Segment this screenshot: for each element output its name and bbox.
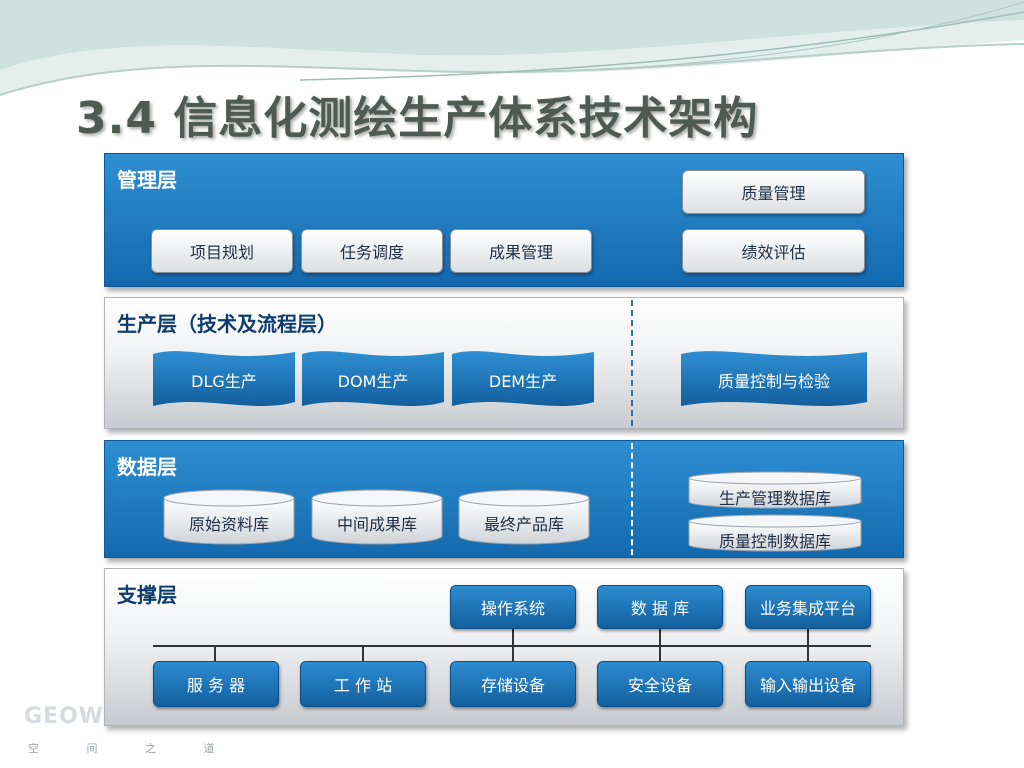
support-layer-title: 支撑层 (117, 583, 177, 607)
result-management-box: 成果管理 (450, 229, 592, 273)
support-layer: 支撑层 操作系统 数 据 库 业务集成平台 服 务 器 工 作 站 存储设备 安… (104, 568, 904, 726)
dom-production-label: DOM生产 (337, 372, 409, 391)
server-box: 服 务 器 (153, 661, 279, 707)
management-layer: 管理层 项目规划 任务调度 成果管理 质量管理 绩效评估 (104, 153, 904, 287)
quality-control-db-label: 质量控制数据库 (718, 532, 831, 551)
quality-management-box: 质量管理 (682, 170, 865, 214)
integration-platform-box: 业务集成平台 (745, 585, 871, 629)
dlg-production-label: DLG生产 (191, 372, 257, 391)
raw-data-db-cylinder: 原始资料库 (163, 489, 295, 545)
data-layer-title: 数据层 (117, 455, 177, 479)
production-mgmt-db-cylinder: 生产管理数据库 (688, 471, 862, 509)
performance-evaluation-box: 绩效评估 (682, 229, 865, 273)
production-layer-title: 生产层（技术及流程层） (117, 312, 337, 336)
page-title: 3.4 信息化测绘生产体系技术架构 (76, 93, 759, 144)
geow-logo-subtitle: 空 间 之 道 (28, 742, 237, 755)
connector-security (659, 647, 661, 661)
geow-logo: GEOW (24, 704, 105, 729)
production-divider (631, 300, 633, 426)
intermediate-db-cylinder: 中间成果库 (311, 489, 443, 545)
connector-os (512, 629, 514, 645)
data-layer: 数据层 原始资料库 中间成果库 最终产品库 生产管理数据库 质量控制数据库 (104, 440, 904, 558)
database-box: 数 据 库 (597, 585, 723, 629)
connector-storage (512, 647, 514, 661)
operating-system-box: 操作系统 (450, 585, 576, 629)
data-divider (631, 443, 633, 555)
project-planning-box: 项目规划 (151, 229, 293, 273)
security-device-box: 安全设备 (597, 661, 723, 707)
connector-server (214, 647, 216, 661)
raw-data-db-label: 原始资料库 (188, 515, 269, 534)
storage-device-box: 存储设备 (450, 661, 576, 707)
workstation-box: 工 作 站 (300, 661, 426, 707)
header-wave-decoration (0, 0, 1024, 96)
io-device-box: 输入输出设备 (745, 661, 871, 707)
final-product-db-cylinder: 最终产品库 (458, 489, 590, 545)
production-mgmt-db-label: 生产管理数据库 (718, 489, 831, 508)
production-layer: 生产层（技术及流程层） DLG生产 DOM生产 DEM生产 质量控制与检验 (104, 297, 904, 429)
task-scheduling-box: 任务调度 (301, 229, 443, 273)
quality-control-label: 质量控制与检验 (717, 372, 830, 391)
dom-production-shape: DOM生产 (302, 348, 444, 412)
dlg-production-shape: DLG生产 (153, 348, 295, 412)
connector-db (659, 629, 661, 645)
intermediate-db-label: 中间成果库 (336, 515, 417, 534)
management-layer-title: 管理层 (117, 168, 177, 192)
quality-control-shape: 质量控制与检验 (681, 348, 867, 412)
dem-production-label: DEM生产 (488, 372, 558, 391)
support-bus-line (153, 645, 871, 647)
quality-control-db-cylinder: 质量控制数据库 (688, 514, 862, 552)
connector-workstation (362, 647, 364, 661)
connector-io (807, 647, 809, 661)
dem-production-shape: DEM生产 (452, 348, 594, 412)
connector-platform (807, 629, 809, 645)
final-product-db-label: 最终产品库 (483, 515, 564, 534)
